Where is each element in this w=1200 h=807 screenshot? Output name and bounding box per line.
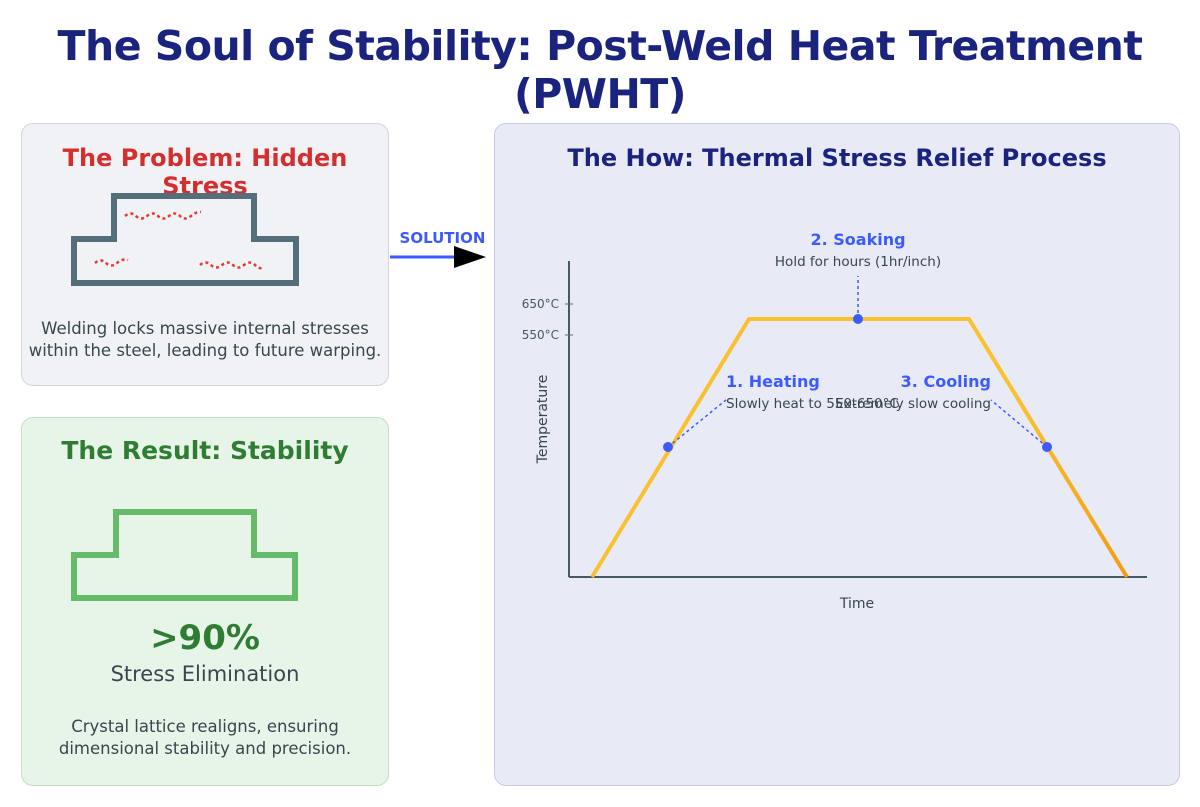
soaking-label: 2. Soaking (810, 230, 905, 249)
y-tick-label: 550°C (522, 328, 559, 342)
process-title: The How: Thermal Stress Relief Process (567, 144, 1107, 172)
result-description-line: Crystal lattice realigns, ensuring (71, 717, 339, 736)
problem-description-line: within the steel, leading to future warp… (28, 341, 382, 360)
problem-card: The Problem: Hidden Stress Welding locks… (21, 123, 389, 386)
heating-detail: Slowly heat to 550-650°C (726, 396, 899, 412)
cooling-leader (990, 399, 1048, 448)
process-card: The How: Thermal Stress Relief Process 6… (494, 123, 1180, 786)
cooling-label: 3. Cooling (901, 372, 991, 391)
stressed-part-outline (71, 193, 299, 286)
problem-description-line: Welding locks massive internal stresses (41, 319, 369, 338)
stress-line (199, 261, 264, 270)
cooling-detail: Extremely slow cooling (835, 396, 991, 412)
y-axis-label: Temperature (535, 375, 551, 465)
result-description: Crystal lattice realigns, ensuring dimen… (22, 716, 388, 760)
result-description-line: dimensional stability and precision. (58, 739, 352, 758)
result-title: The Result: Stability (61, 436, 349, 465)
stable-part-outline (71, 509, 298, 601)
solution-label: SOLUTION (399, 229, 486, 247)
x-axis-label: Time (839, 596, 874, 612)
stress-line (94, 258, 129, 267)
stress-elimination-caption: Stress Elimination (110, 662, 300, 686)
arrow-head (454, 246, 486, 268)
problem-title: The Problem: Hidden Stress (62, 144, 348, 200)
stress-elimination-value: >90% (150, 618, 260, 658)
heating-marker (663, 442, 673, 452)
soaking-detail: Hold for hours (1hr/inch) (775, 254, 941, 270)
page-title: The Soul of Stability: Post-Weld Heat Tr… (57, 22, 1143, 118)
stressed-part-diagram (71, 193, 299, 286)
heating-leader (667, 399, 727, 448)
stable-part-diagram (71, 509, 298, 601)
cooling-marker (1042, 442, 1052, 452)
soaking-marker (853, 314, 863, 324)
problem-description: Welding locks massive internal stresses … (22, 318, 388, 362)
heating-label: 1. Heating (726, 372, 820, 391)
thermal-process-chart: 650°C 550°C Time Temperature 2. Soaking … (522, 230, 1147, 612)
y-tick-label: 650°C (522, 297, 559, 311)
result-card: The Result: Stability >90% Stress Elimin… (21, 417, 389, 786)
stress-line (124, 210, 202, 220)
